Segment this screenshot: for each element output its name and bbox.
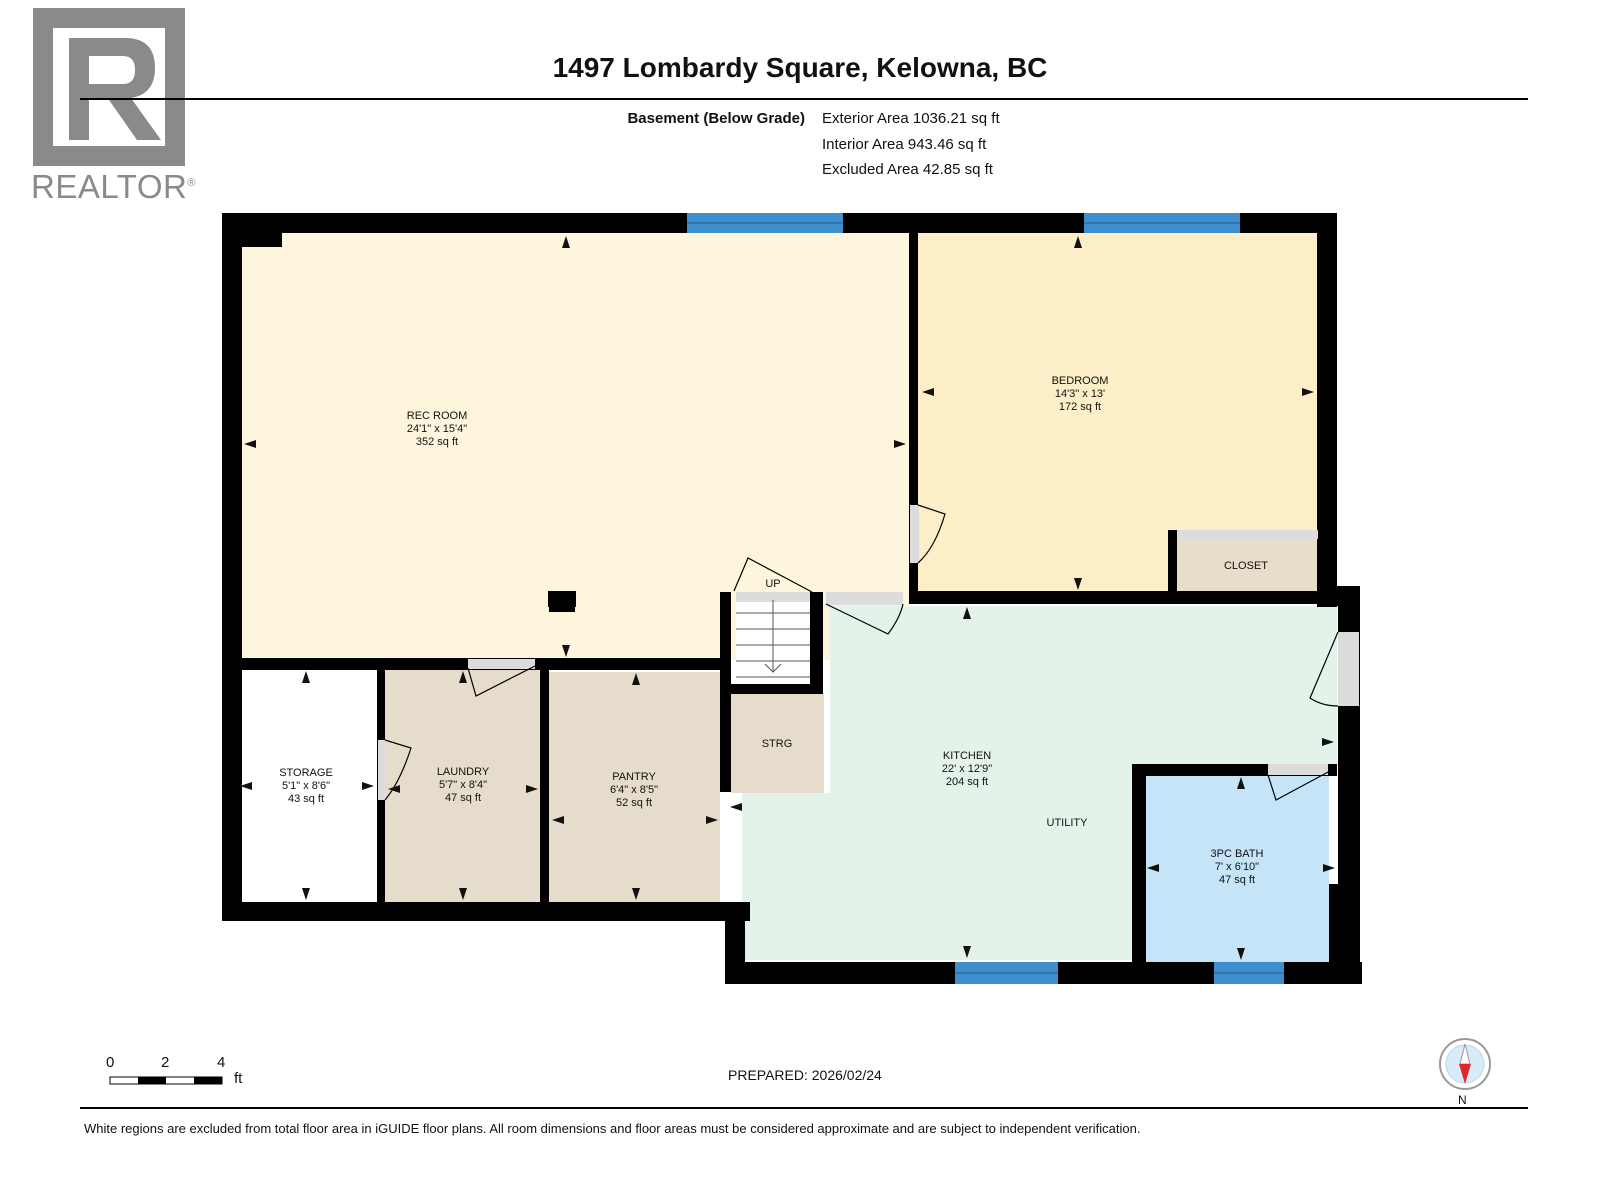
rec-room-area: 352 sq ft (416, 436, 458, 448)
bedroom-dims: 14'3" x 13' (1055, 388, 1105, 400)
laundry-area: 47 sq ft (445, 792, 481, 804)
stairs-label: UP (765, 578, 780, 590)
utility-label: UTILITY (1047, 817, 1089, 829)
strg-label: STRG (762, 738, 793, 750)
closet-label: CLOSET (1224, 560, 1268, 572)
excluded-area: Excluded Area 42.85 sq ft (822, 161, 993, 178)
pantry-fill (548, 672, 720, 902)
laundry-label: LAUNDRY (437, 766, 490, 778)
storage-label: STORAGE (279, 767, 333, 779)
window-lines (687, 222, 1284, 974)
footer-rule (80, 1107, 1528, 1109)
rec-room-dims: 24'1" x 15'4" (407, 423, 467, 435)
pantry-dims: 6'4" x 8'5" (610, 784, 658, 796)
title-rule (80, 98, 1528, 100)
scale-label-4: 4 (217, 1054, 226, 1071)
scale-bar (109, 1076, 223, 1085)
storage-fill (236, 668, 378, 902)
doors (378, 504, 1359, 801)
scale-label-0: 0 (106, 1054, 115, 1071)
dimension-arrows (240, 236, 1335, 960)
realtor-logo (33, 8, 185, 166)
compass-north-label: N (1458, 1093, 1467, 1107)
stair-fill (736, 592, 812, 684)
page-title: 1497 Lombardy Square, Kelowna, BC (552, 52, 1048, 83)
compass-icon (1439, 1038, 1491, 1090)
scale-label-2: 2 (161, 1054, 170, 1071)
kitchen-dims: 22' x 12'9" (942, 763, 992, 775)
disclaimer: White regions are excluded from total fl… (84, 1121, 1141, 1136)
laundry-fill (384, 668, 540, 902)
interior-area: Interior Area 943.46 sq ft (822, 136, 987, 153)
pantry-area: 52 sq ft (616, 797, 652, 809)
floor-drain (548, 591, 576, 607)
prepared-date: PREPARED: 2026/02/24 (728, 1067, 882, 1083)
bath-label: 3PC BATH (1211, 848, 1264, 860)
storage-dims: 5'1" x 8'6" (282, 780, 330, 792)
bedroom-area: 172 sq ft (1059, 401, 1101, 413)
kitchen-label: KITCHEN (943, 750, 991, 762)
bath-dims: 7' x 6'10" (1215, 861, 1259, 873)
exterior-area: Exterior Area 1036.21 sq ft (822, 110, 1000, 127)
kitchen-fill (742, 606, 1337, 960)
pantry-label: PANTRY (612, 771, 656, 783)
closet-fill (1176, 536, 1318, 593)
staircase (736, 592, 810, 678)
bedroom-label: BEDROOM (1052, 375, 1109, 387)
storage-area: 43 sq ft (288, 793, 324, 805)
kitchen-area: 204 sq ft (946, 776, 988, 788)
bath-fill (1143, 775, 1329, 962)
rec-room-fill (240, 232, 910, 660)
scale-unit: ft (234, 1070, 243, 1087)
bath-area: 47 sq ft (1219, 874, 1255, 886)
floor-label: Basement (Below Grade) (627, 110, 805, 127)
rec-room-label: REC ROOM (407, 410, 468, 422)
strg-fill (731, 693, 824, 793)
realtor-wordmark: REALTOR® (31, 168, 196, 205)
laundry-dims: 5'7" x 8'4" (439, 779, 487, 791)
